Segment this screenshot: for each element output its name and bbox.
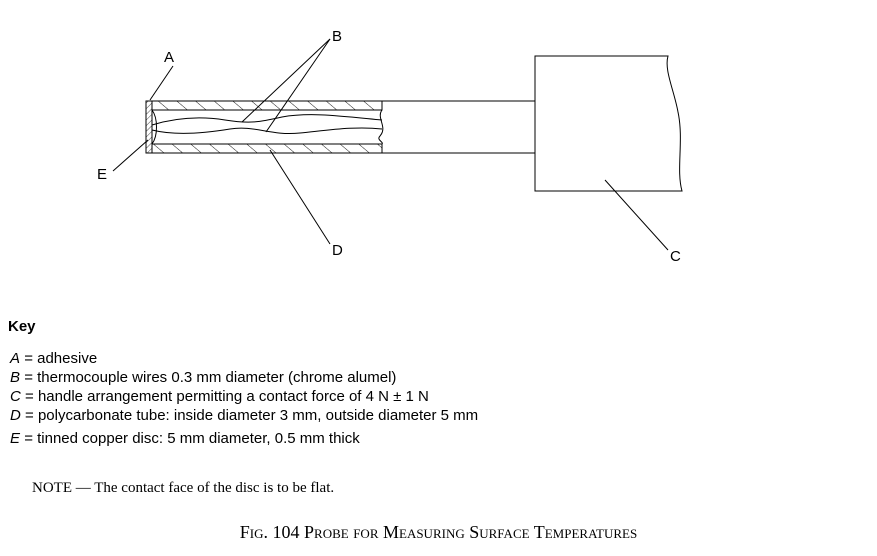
key-title: Key bbox=[8, 318, 36, 335]
key-item-d: D = polycarbonate tube: inside diameter … bbox=[10, 406, 478, 425]
note: NOTE — The contact face of the disc is t… bbox=[32, 480, 335, 496]
key-letter: B bbox=[10, 369, 21, 386]
key-letter: D bbox=[10, 407, 21, 424]
key-separator: = bbox=[25, 388, 34, 405]
key-text: handle arrangement permitting a contact … bbox=[37, 388, 429, 405]
label-c: C bbox=[670, 248, 681, 265]
key-separator: = bbox=[24, 430, 33, 447]
probe-diagram: A B C D E bbox=[97, 28, 683, 265]
handle bbox=[534, 55, 683, 192]
key-separator: = bbox=[25, 407, 34, 424]
label-d: D bbox=[332, 242, 343, 259]
key-text: tinned copper disc: 5 mm diameter, 0.5 m… bbox=[37, 430, 360, 447]
label-b: B bbox=[332, 28, 342, 45]
polycarbonate-tube bbox=[151, 100, 535, 154]
adhesive bbox=[151, 109, 157, 145]
key-text: thermocouple wires 0.3 mm diameter (chro… bbox=[37, 369, 397, 386]
copper-disc bbox=[145, 100, 153, 154]
key-item-a: A = adhesive bbox=[10, 349, 478, 368]
key-separator: = bbox=[24, 350, 33, 367]
key-letter: E bbox=[10, 430, 21, 447]
figure-caption: Fig. 104 Probe for Measuring Surface Tem… bbox=[239, 522, 638, 542]
key-item-e: E = tinned copper disc: 5 mm diameter, 0… bbox=[10, 429, 478, 448]
key-separator: = bbox=[24, 369, 33, 386]
key-item-c: C = handle arrangement permitting a cont… bbox=[10, 387, 478, 406]
key-text: adhesive bbox=[37, 350, 98, 367]
key-text: polycarbonate tube: inside diameter 3 mm… bbox=[37, 407, 479, 424]
label-a: A bbox=[164, 49, 174, 66]
key-letter: C bbox=[10, 388, 21, 405]
key-letter: A bbox=[10, 350, 21, 367]
key-list: A = adhesive B = thermocouple wires 0.3 … bbox=[10, 349, 478, 448]
key-item-b: B = thermocouple wires 0.3 mm diameter (… bbox=[10, 368, 478, 387]
leader-lines bbox=[112, 38, 669, 251]
label-e: E bbox=[97, 166, 107, 183]
